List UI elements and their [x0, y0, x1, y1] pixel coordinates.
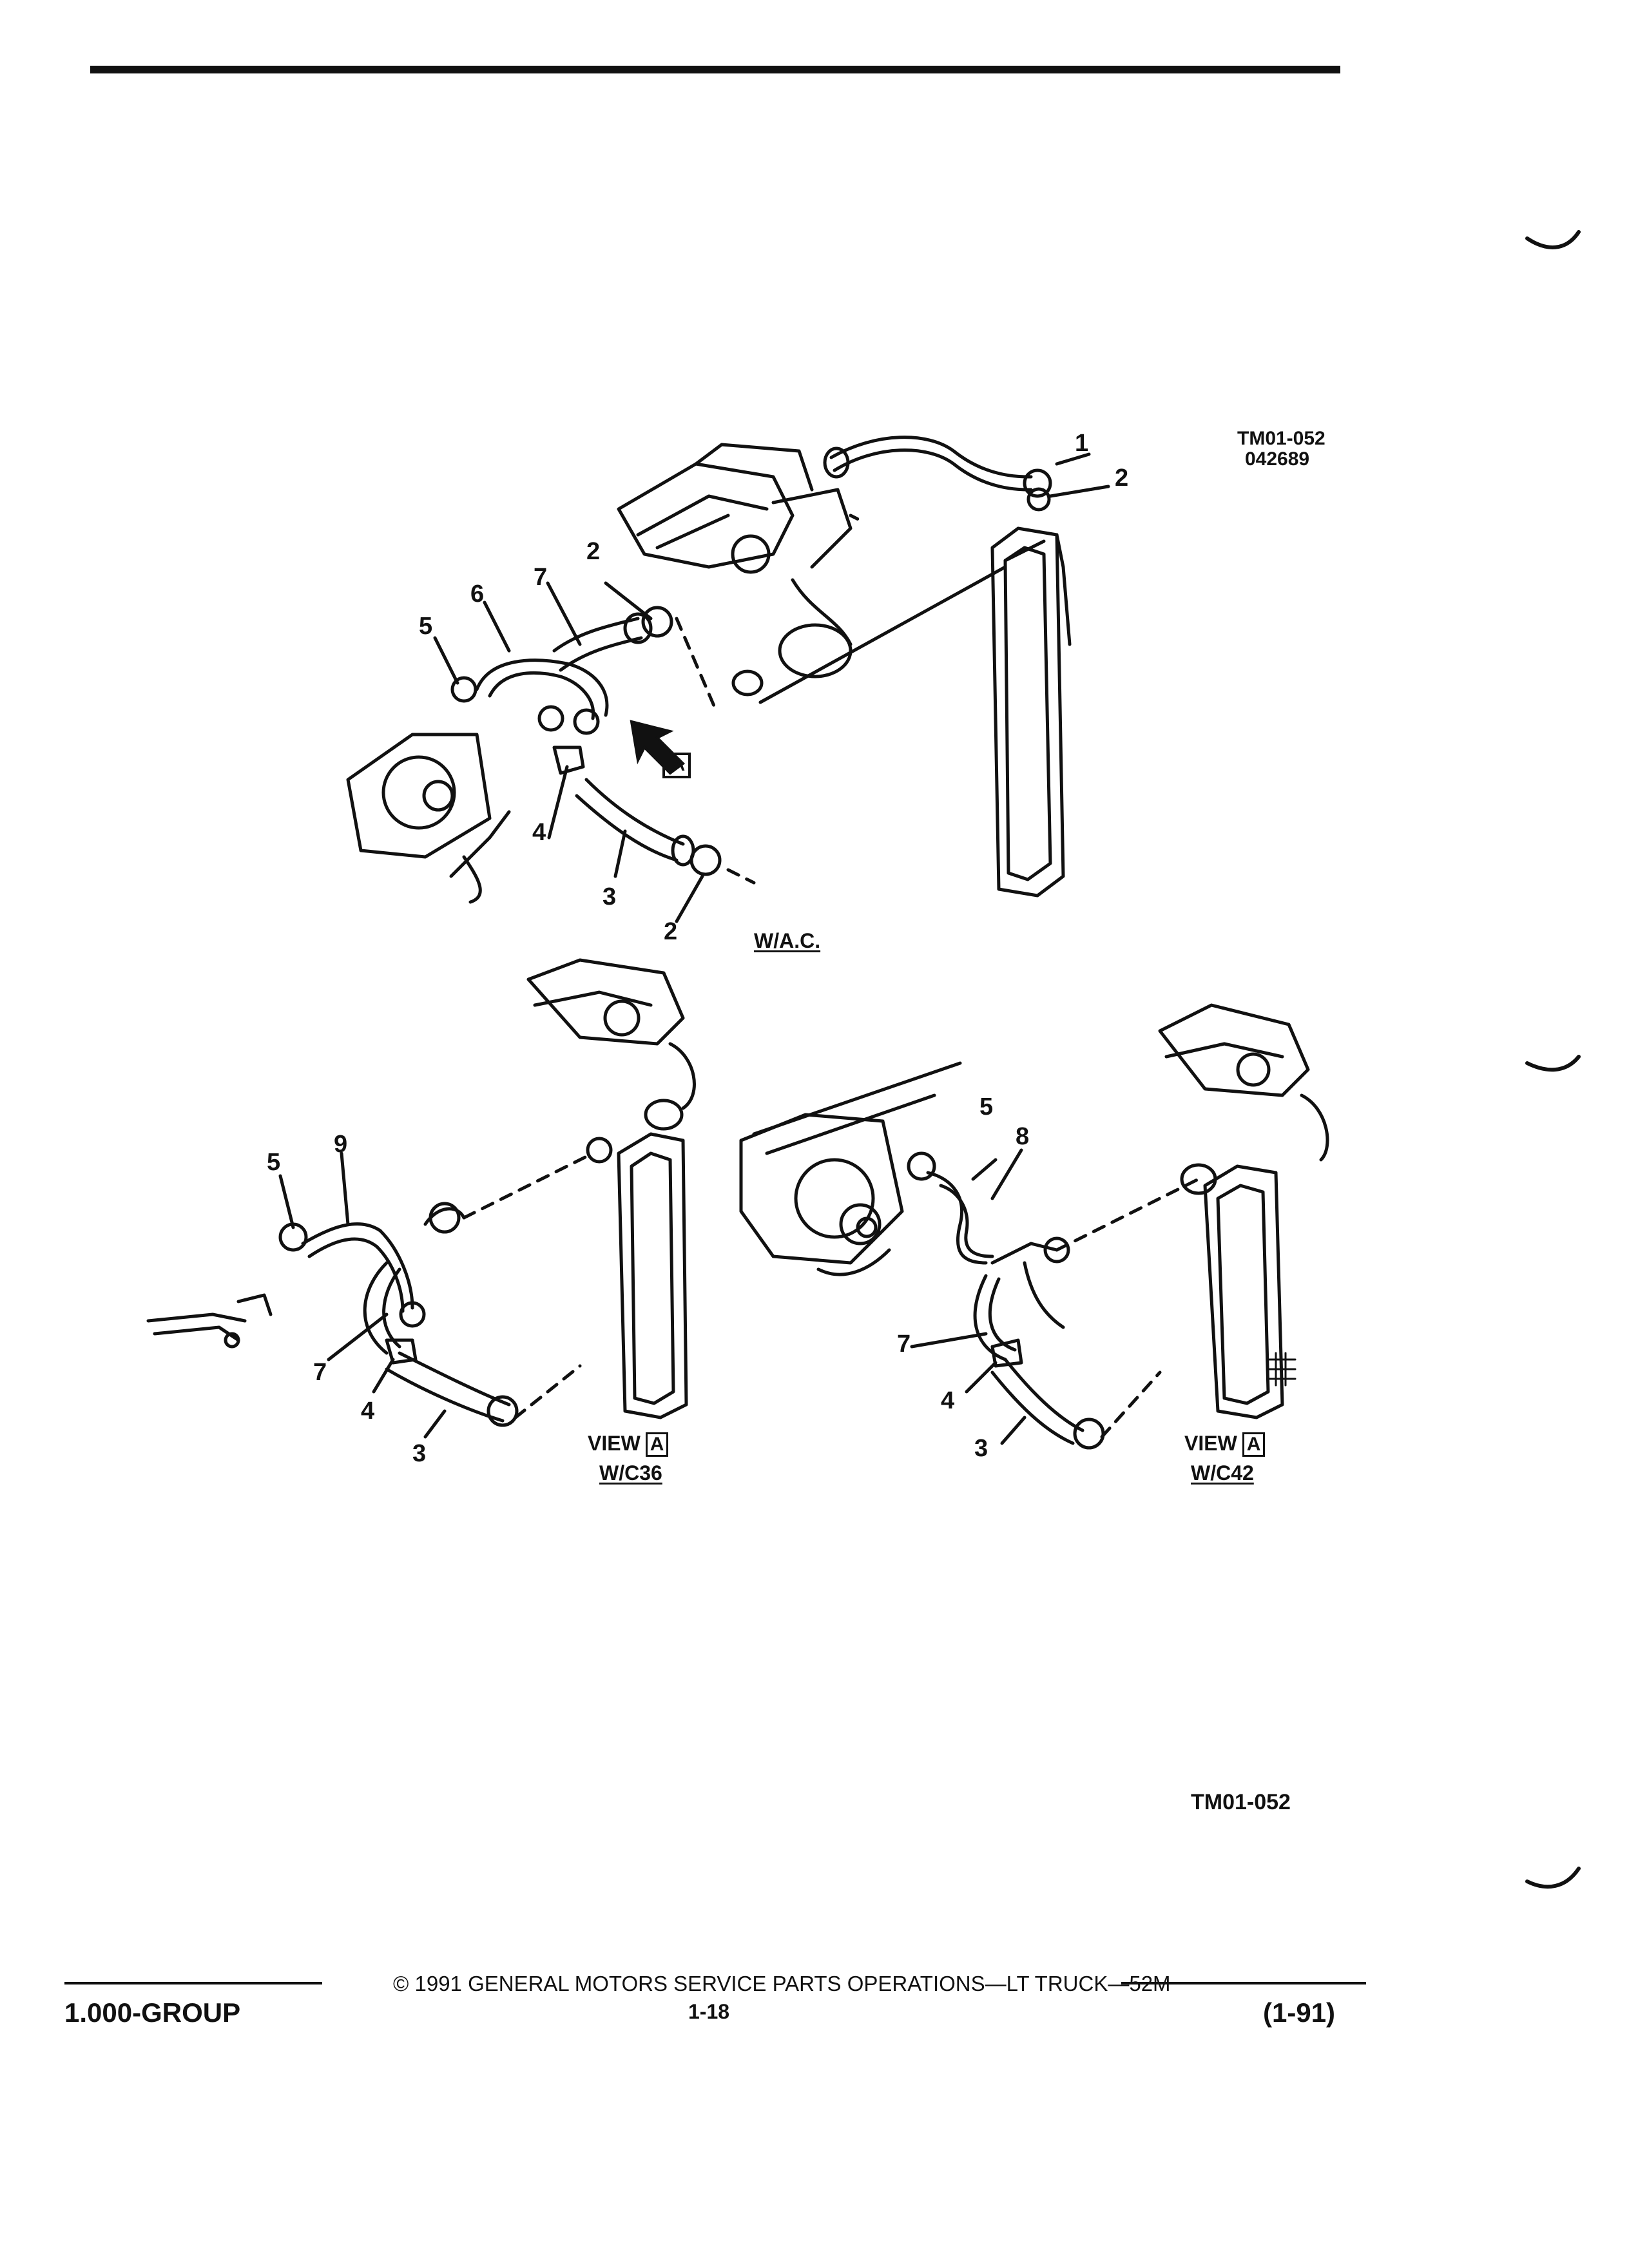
figure-bottom-ref: TM01-052 — [1191, 1790, 1291, 1814]
footer-rule-right — [1121, 1982, 1366, 1984]
option-wac: W/A.C. — [754, 929, 821, 952]
water-pump — [778, 623, 853, 678]
callout-7-top: 7 — [534, 564, 548, 591]
callout-7-c42: 7 — [897, 1331, 911, 1358]
callout-7-c36: 7 — [313, 1359, 327, 1386]
footer-group: 1.000-GROUP — [64, 1997, 241, 2028]
callout-3-c42: 3 — [974, 1435, 988, 1462]
callout-3-top: 3 — [602, 883, 617, 910]
clamp-2-lower — [689, 844, 722, 876]
top-view-artwork — [346, 436, 1110, 923]
hose-7 — [552, 617, 640, 653]
clamp-2-top — [1023, 468, 1052, 498]
callout-5-top: 5 — [419, 613, 433, 640]
clamp-2-mid — [641, 606, 673, 638]
thermostat-housing — [731, 534, 771, 574]
hose-3-top — [584, 778, 685, 846]
option-c42: W/C42 — [1191, 1461, 1254, 1485]
view-c42-artwork — [739, 1003, 1329, 1450]
footer-copyright: © 1991 GENERAL MOTORS SERVICE PARTS OPER… — [393, 1972, 1171, 1995]
footer-page-number: 1-18 — [688, 2000, 730, 2023]
callout-5-c42: 5 — [979, 1093, 994, 1120]
hose-1 — [829, 436, 1033, 479]
arrow-a-label: A — [671, 754, 686, 774]
binding-marks — [1525, 230, 1581, 1889]
footer-rule-left — [64, 1982, 322, 1984]
radiator-c42 — [1203, 1164, 1284, 1419]
top-rule — [90, 66, 1340, 73]
engine-block-c42 — [1158, 1003, 1310, 1097]
callout-4-c36: 4 — [361, 1398, 375, 1425]
option-c36: W/C36 — [599, 1461, 662, 1485]
figure-ref-code: TM01-052 — [1237, 428, 1325, 449]
footer-rule-row: © 1991 GENERAL MOTORS SERVICE PARTS OPER… — [64, 1972, 1366, 1997]
radiator-c36 — [617, 1132, 688, 1419]
hose-7-c36 — [363, 1261, 389, 1355]
hose-9 — [301, 1222, 414, 1310]
clamp-5-c42 — [907, 1151, 936, 1181]
callout-1: 1 — [1075, 430, 1089, 457]
footer-revision-date: (1-91) — [1263, 1997, 1336, 2028]
radiator-side-tank — [990, 526, 1065, 898]
callout-6: 6 — [470, 581, 485, 608]
callout-4-top: 4 — [532, 819, 546, 846]
tee-4-c42 — [990, 1338, 1023, 1368]
hose-3-c42 — [1003, 1358, 1084, 1432]
engine-block-c36 — [526, 958, 685, 1046]
ac-compressor-c42 — [739, 1113, 904, 1265]
callout-8: 8 — [1016, 1123, 1030, 1150]
ac-compressor — [346, 733, 492, 859]
tee-4-c36 — [385, 1338, 418, 1365]
hose-8 — [926, 1171, 988, 1265]
callout-4-c42: 4 — [941, 1387, 955, 1414]
clamp-5-top — [450, 676, 477, 703]
engine-block-top — [617, 462, 795, 569]
callout-2-lower: 2 — [664, 918, 678, 945]
callout-3-c36: 3 — [412, 1440, 427, 1467]
view-a-arrow — [630, 720, 691, 778]
callout-9: 9 — [334, 1131, 348, 1158]
callout-5-c36: 5 — [267, 1149, 281, 1176]
callout-2-top: 2 — [1115, 465, 1129, 492]
tee-4-top — [552, 745, 585, 775]
figure-ref-date: 042689 — [1245, 448, 1310, 470]
callout-2-mid: 2 — [586, 538, 601, 565]
hose-6 — [475, 658, 609, 717]
view-c36-artwork — [146, 958, 696, 1439]
